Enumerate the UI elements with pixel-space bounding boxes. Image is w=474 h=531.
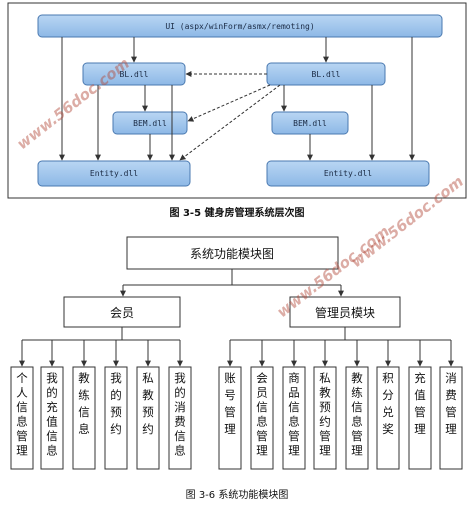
member-item-label-1: 我的充值信息: [46, 371, 58, 458]
admin-item-box-3: [313, 366, 337, 470]
admin-item-label-2: 商品信息管理: [288, 371, 300, 458]
member-item-label-5: 我的消费信息: [174, 371, 186, 458]
entity-left-label: Entity.dll: [90, 169, 138, 178]
ui-node: [37, 14, 443, 38]
bem-left-label: BEM.dll: [133, 119, 167, 128]
bl-left-node: [82, 62, 186, 86]
member-item-box-3: [104, 366, 128, 470]
member-item-box-0: [10, 366, 34, 470]
admin-item-box-0: [218, 366, 242, 470]
admin-item-box-6: [408, 366, 432, 470]
member-item-box-4: [136, 366, 160, 470]
member-item-box-2: [72, 366, 96, 470]
member-connectors: [19, 327, 183, 367]
member-box: [63, 296, 181, 328]
root-connectors: [120, 269, 344, 297]
member-item-label-0: 个人信息管理: [16, 371, 28, 458]
root-label: 系统功能模块图: [190, 247, 274, 261]
bl-right-label: BL.dll: [312, 70, 341, 79]
admin-item-box-5: [376, 366, 400, 470]
member-item-box-5: [168, 366, 192, 470]
admin-items: 账号管理 会员信息管理 商品信息管理 私教预约管理 教练信息管理 积分兑奖 充值管理 消费管理: [218, 366, 463, 470]
admin-item-box-4: [345, 366, 369, 470]
entity-left-node: [37, 160, 191, 187]
member-items: 个人信息管理 我的充值信息 教练信息 我的预约 私教预约 我的消费信息: [10, 366, 192, 470]
member-item-label-3: 我的预约: [110, 371, 122, 436]
entity-right-label: Entity.dll: [324, 169, 372, 178]
entity-right-node: [266, 160, 430, 187]
bl-left-label: BL.dll: [120, 70, 149, 79]
member-item-label-2: 教练信息: [78, 371, 90, 436]
admin-connectors: [227, 327, 454, 367]
admin-item-box-1: [250, 366, 274, 470]
caption-fig-3-6: 图 3-6 系统功能模块图: [186, 488, 289, 501]
admin-item-box-2: [282, 366, 306, 470]
member-item-box-1: [40, 366, 64, 470]
caption-fig-3-5: 图 3-5 健身房管理系统层次图: [169, 206, 304, 219]
admin-item-label-7: 消费管理: [445, 371, 457, 436]
member-item-label-4: 私教预约: [142, 371, 154, 436]
admin-item-label-0: 账号管理: [224, 371, 236, 436]
admin-label: 管理员模块: [315, 305, 375, 320]
layer-diagram: UI (aspx/winForm/asmx/remoting) BL.dll B…: [7, 2, 467, 199]
bem-right-label: BEM.dll: [293, 119, 327, 128]
admin-item-label-6: 充值管理: [414, 371, 426, 436]
admin-item-label-4: 教练信息管理: [351, 371, 363, 458]
layer-arrows: [59, 37, 415, 161]
ui-label: UI (aspx/winForm/asmx/remoting): [165, 22, 314, 31]
member-label: 会员: [110, 306, 134, 320]
admin-item-label-3: 私教预约管理: [319, 371, 331, 458]
dependency-arrows: [179, 71, 281, 161]
admin-item-label-5: 积分兑奖: [382, 371, 394, 436]
admin-item-label-1: 会员信息管理: [256, 371, 268, 458]
admin-item-box-7: [439, 366, 463, 470]
admin-box: [289, 296, 401, 328]
